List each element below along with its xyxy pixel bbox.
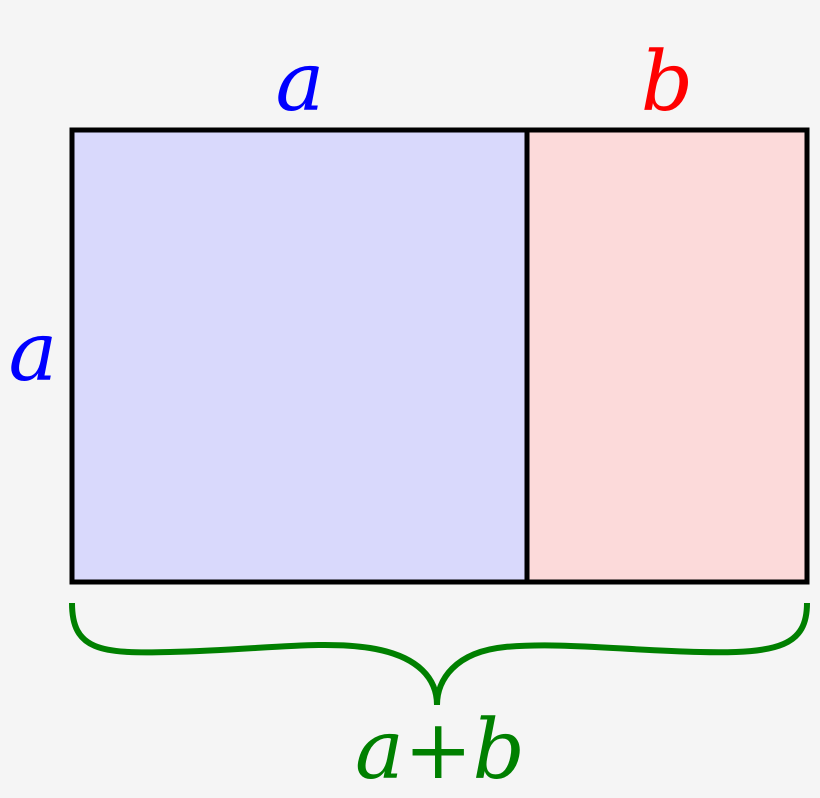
square-a: [72, 130, 527, 582]
rectangle-b: [527, 130, 807, 582]
label-sum: a+b: [355, 703, 525, 798]
curly-brace: [69, 602, 810, 706]
label-top-b: b: [641, 35, 694, 130]
label-top-a: a: [276, 35, 325, 130]
label-side-a: a: [9, 305, 58, 400]
outer-border: [69, 127, 810, 585]
